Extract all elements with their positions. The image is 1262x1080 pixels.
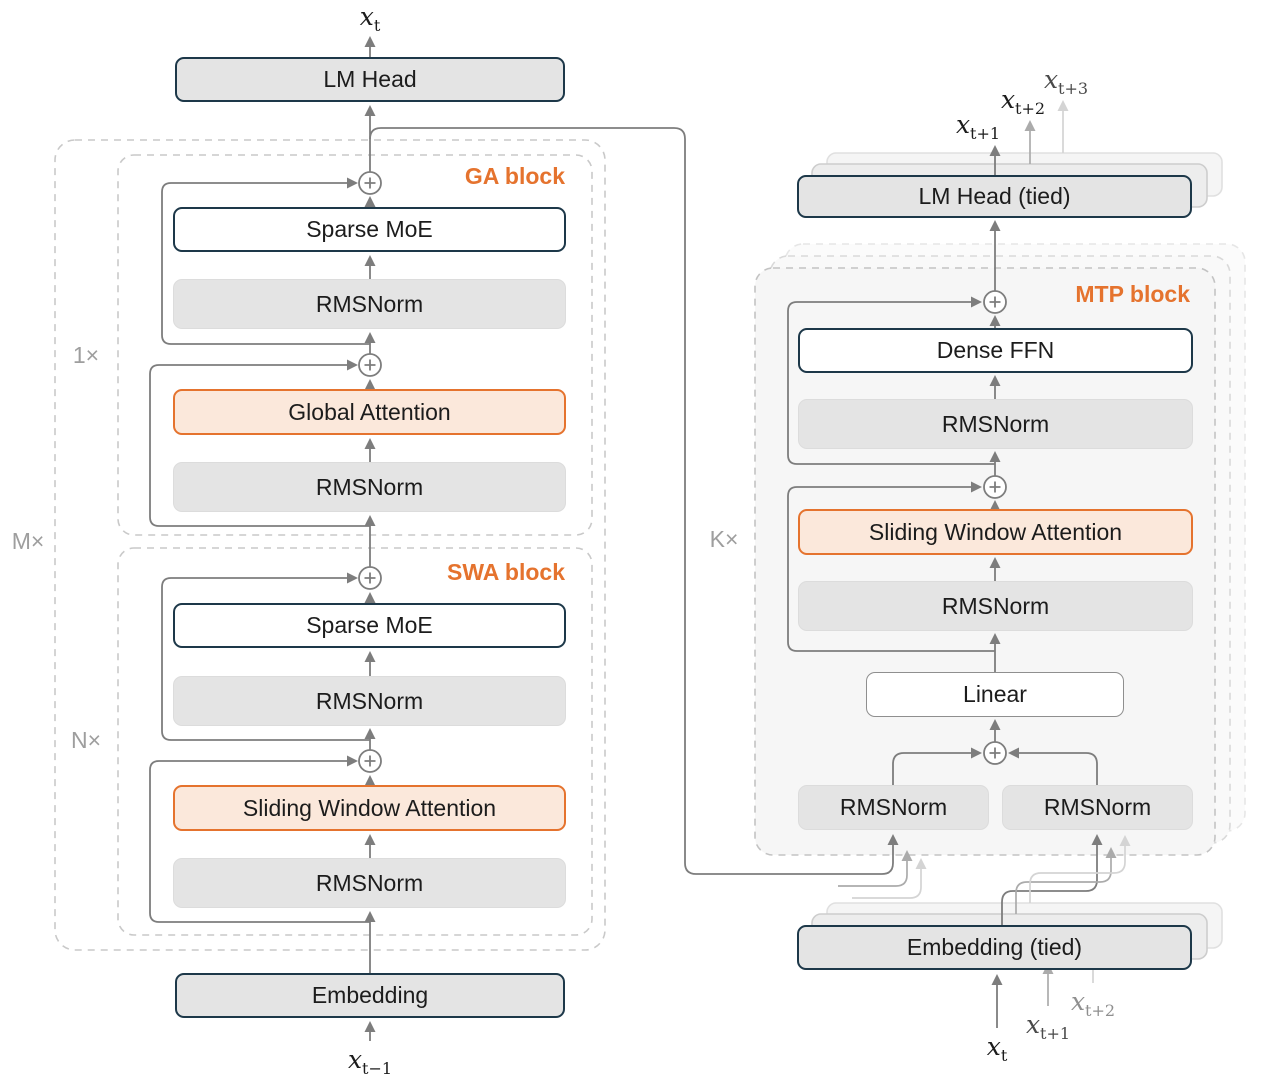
swa-block-title: SWA block xyxy=(447,559,565,585)
mtp-output-token-2-label: xt+2 xyxy=(978,85,1068,118)
mtp-input-token-2-label: xt+1 xyxy=(1003,1010,1093,1043)
wire-rmsnorm-right-to-merge xyxy=(1008,747,1098,785)
main-output-token-label: xt xyxy=(325,2,415,35)
mtp-rmsnorm-mid-box: RMSNorm xyxy=(798,581,1193,631)
ga-block-title: GA block xyxy=(464,163,565,189)
ghost-wire-embedding-2 xyxy=(1029,835,1131,903)
ghost-wire-hidden-state-1 xyxy=(838,850,913,887)
residual-swa-attention xyxy=(149,755,370,923)
outer-repeat-label: M× xyxy=(11,528,45,554)
mtp-input-token-1-label: xt xyxy=(952,1032,1042,1065)
token-sub: t+2 xyxy=(1085,1001,1116,1020)
residual-add-nodes xyxy=(358,171,1007,773)
ga-repeat-label: 1× xyxy=(72,342,100,368)
main-input-token-label: xt−1 xyxy=(320,1045,420,1078)
token-sub: t xyxy=(373,16,381,35)
swa-repeat-label: N× xyxy=(70,727,102,753)
ga-block-outline xyxy=(117,154,593,536)
token-sub: t+3 xyxy=(1058,79,1089,98)
mtp-output-token-1-label: xt+1 xyxy=(933,110,1023,143)
global-attention-box: Global Attention xyxy=(173,389,566,435)
add-node-ga-attention xyxy=(358,353,382,377)
ga-rmsnorm-lower-box: RMSNorm xyxy=(173,462,566,512)
residual-mtp-ffn xyxy=(787,296,995,465)
swa-rmsnorm-upper-box: RMSNorm xyxy=(173,676,566,726)
add-node-swa-attention xyxy=(358,749,382,773)
ghost-wires-mid xyxy=(838,120,1117,1006)
residual-mtp-attention xyxy=(787,481,995,652)
stacked-layers-outline xyxy=(54,139,606,951)
token-base: x xyxy=(1025,1010,1041,1039)
flow-wires xyxy=(149,36,1103,1041)
token-base: x xyxy=(1043,65,1059,94)
token-base: x xyxy=(986,1032,1001,1061)
swa-sparse-moe-box: Sparse MoE xyxy=(173,603,566,648)
swa-rmsnorm-lower-box: RMSNorm xyxy=(173,858,566,908)
residual-swa-moe xyxy=(161,572,370,741)
wire-embedding-tied-to-rmsnorm-right xyxy=(1001,834,1103,925)
ghost-wire-hidden-state-2 xyxy=(852,858,927,899)
add-node-mtp-merge xyxy=(983,741,1007,765)
ghost-wire-embedding-1 xyxy=(1015,847,1117,914)
token-base: x xyxy=(1000,85,1016,114)
mtp-repeat-label: K× xyxy=(709,526,739,552)
embedding-box: Embedding xyxy=(175,973,565,1018)
token-base: x xyxy=(359,2,374,31)
residual-ga-attention xyxy=(149,359,370,527)
swa-block-outline xyxy=(117,547,593,936)
mtp-sliding-window-attention-box: Sliding Window Attention xyxy=(798,509,1193,555)
token-sub: t+1 xyxy=(970,124,1001,143)
token-base: x xyxy=(1070,987,1086,1016)
ga-sparse-moe-box: Sparse MoE xyxy=(173,207,566,252)
token-sub: t xyxy=(1000,1046,1008,1065)
mtp-rmsnorm-left-box: RMSNorm xyxy=(798,785,989,830)
add-node-mtp-ffn xyxy=(983,290,1007,314)
mtp-rmsnorm-upper-box: RMSNorm xyxy=(798,399,1193,449)
mtp-output-token-3-label: xt+3 xyxy=(1021,65,1111,98)
lm-head-tied-box: LM Head (tied) xyxy=(797,175,1192,218)
token-sub: t+1 xyxy=(1040,1024,1071,1043)
linear-box: Linear xyxy=(866,672,1124,717)
dense-ffn-box: Dense FFN xyxy=(798,328,1193,373)
residual-ga-moe xyxy=(161,177,370,345)
mtp-rmsnorm-right-box: RMSNorm xyxy=(1002,785,1193,830)
ga-rmsnorm-upper-box: RMSNorm xyxy=(173,279,566,329)
mtp-input-token-3-label: xt+2 xyxy=(1048,987,1138,1020)
token-base: x xyxy=(955,110,971,139)
sliding-window-attention-box: Sliding Window Attention xyxy=(173,785,566,831)
add-node-ga-moe xyxy=(358,171,382,195)
wire-hidden-state-to-mtp xyxy=(369,127,899,875)
add-node-swa-moe xyxy=(358,566,382,590)
token-base: x xyxy=(347,1045,363,1074)
lm-head-box: LM Head xyxy=(175,57,565,102)
embedding-tied-box: Embedding (tied) xyxy=(797,925,1192,970)
mtp-block-title: MTP block xyxy=(1075,281,1190,307)
token-sub: t−1 xyxy=(362,1059,393,1078)
wire-rmsnorm-left-to-merge xyxy=(892,747,982,785)
add-node-mtp-attention xyxy=(983,475,1007,499)
token-sub: t+2 xyxy=(1015,99,1046,118)
